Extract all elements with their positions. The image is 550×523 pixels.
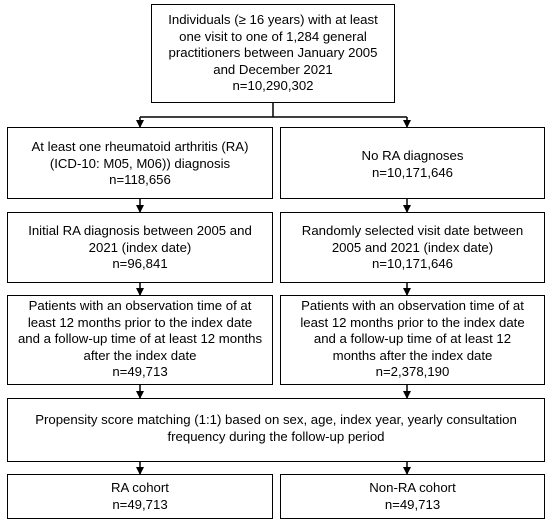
box-count: n=49,713 — [384, 496, 441, 512]
box-random-visit: Randomly selected visit date between 200… — [280, 212, 545, 283]
box-propensity-matching: Propensity score matching (1:1) based on… — [7, 398, 545, 462]
box-count: n=49,713 — [112, 364, 168, 380]
box-line: Patients with an observation time of at — [28, 298, 252, 313]
box-count: n=10,290,302 — [232, 78, 314, 94]
box-ra-observation: Patients with an observation time of at … — [7, 295, 273, 385]
box-line: Propensity score matching (1:1) based on… — [35, 412, 517, 427]
box-line: least 12 months prior to the index date — [27, 314, 253, 330]
box-line: 2005 and 2021 (index date) — [331, 239, 494, 255]
box-line: 2021 (index date) — [88, 239, 192, 255]
box-line: RA cohort — [111, 480, 169, 495]
box-line: Initial RA diagnosis between 2005 and — [28, 223, 252, 238]
box-individuals: Individuals (≥ 16 years) with at least o… — [151, 4, 395, 103]
box-line: (ICD-10: M05, M06)) diagnosis — [49, 155, 231, 171]
box-count: n=49,713 — [112, 496, 168, 512]
box-line: and a follow-up time of at least 12 — [313, 331, 512, 347]
box-line: No RA diagnoses — [361, 148, 464, 163]
box-count: n=118,656 — [109, 172, 171, 188]
box-line: months after the index date — [332, 347, 493, 363]
box-count: n=10,171,646 — [371, 256, 454, 272]
box-ra-diagnosis: At least one rheumatoid arthritis (RA) (… — [7, 127, 273, 199]
box-line: and a follow-up time of at least 12 mont… — [17, 331, 263, 347]
box-no-ra: No RA diagnoses n=10,171,646 — [280, 127, 545, 199]
box-non-ra-cohort: Non-RA cohort n=49,713 — [280, 474, 545, 519]
box-count: n=2,378,190 — [375, 364, 450, 380]
box-line: Non-RA cohort — [369, 480, 456, 495]
box-count: n=10,171,646 — [371, 164, 454, 180]
box-line: after the index date — [83, 347, 197, 363]
box-line: least 12 months prior to the index date — [300, 314, 525, 330]
box-count: n=96,841 — [112, 256, 168, 272]
box-ra-cohort: RA cohort n=49,713 — [7, 474, 273, 519]
box-line: practitioners between January 2005 — [168, 45, 378, 61]
box-line: At least one rheumatoid arthritis (RA) — [31, 139, 249, 154]
box-ra-initial: Initial RA diagnosis between 2005 and 20… — [7, 212, 273, 283]
box-line: and December 2021 — [213, 61, 333, 77]
box-line: Patients with an observation time of at — [301, 298, 524, 313]
box-line: frequency during the follow-up period — [167, 428, 385, 444]
box-line: one visit to one of 1,284 general — [179, 28, 367, 44]
box-line: Individuals (≥ 16 years) with at least — [168, 12, 378, 27]
box-line: Randomly selected visit date between — [301, 223, 524, 238]
box-non-ra-observation: Patients with an observation time of at … — [280, 295, 545, 385]
